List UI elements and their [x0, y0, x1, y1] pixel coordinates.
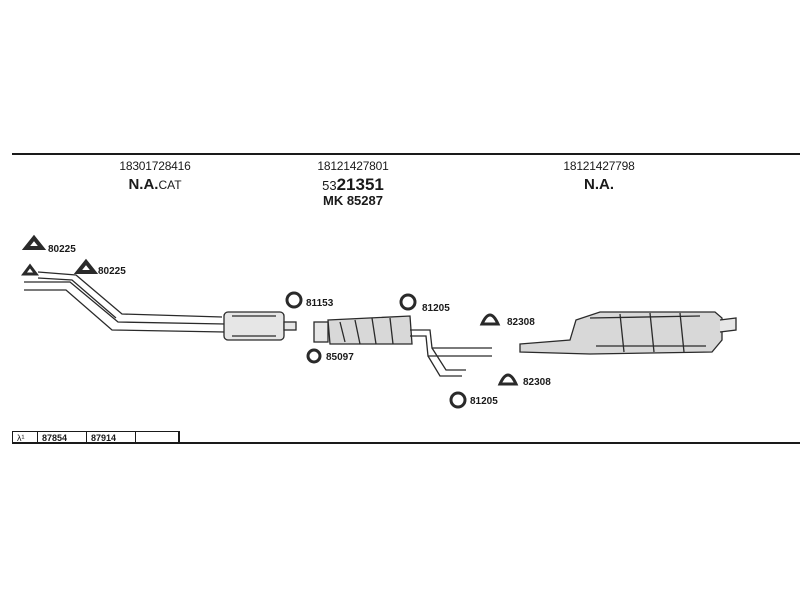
table-cell-2: 87914 [87, 432, 136, 444]
reference-table: λ¹ 87854 87914 [12, 431, 180, 444]
top-divider-line [12, 153, 800, 155]
clamp-82308-a-icon [479, 313, 501, 326]
gasket-80225-a-icon [21, 234, 47, 250]
front-pipe-part-number: 18301728416 [119, 159, 191, 173]
center-muffler-kit: MK 85287 [323, 193, 383, 209]
center-muffler-name: 5321351 [322, 174, 384, 194]
bottom-divider-line [12, 442, 800, 444]
part-label-80225-b: 80225 [98, 266, 126, 277]
part-label-85097: 85097 [326, 352, 354, 363]
ring-81153-icon [285, 291, 303, 309]
front-pipe-drawing [24, 271, 297, 341]
section-rear-muffler: 18121427798 N.A. [509, 160, 689, 192]
table-symbol: λ¹ [13, 432, 38, 444]
table-cell-3 [136, 432, 179, 444]
part-label-81153: 81153 [306, 298, 334, 309]
center-muffler-drawing [313, 315, 492, 377]
part-label-82308-a: 82308 [507, 317, 535, 328]
front-pipe-name: N.A.CAT [128, 175, 182, 193]
part-label-80225-a: 80225 [48, 244, 76, 255]
part-label-81205-a: 81205 [422, 303, 450, 314]
ring-85097-icon [306, 348, 322, 364]
rear-muffler-name: N.A. [584, 175, 614, 193]
center-muffler-part-number: 18121427801 [317, 159, 389, 173]
gasket-flange-icon [21, 263, 39, 276]
part-label-81205-b: 81205 [470, 396, 498, 407]
table-cell-1: 87854 [38, 432, 87, 444]
section-center-muffler: 18121427801 5321351 MK 85287 [263, 160, 443, 208]
gasket-80225-b-icon [73, 258, 99, 274]
rear-muffler-part-number: 18121427798 [563, 159, 635, 173]
part-label-82308-b: 82308 [523, 377, 551, 388]
ring-81205-b-icon [449, 391, 467, 409]
ring-81205-a-icon [399, 293, 417, 311]
section-front-pipe: 18301728416 N.A.CAT [65, 160, 245, 192]
clamp-82308-b-icon [497, 373, 519, 386]
rear-muffler-drawing [519, 311, 737, 355]
